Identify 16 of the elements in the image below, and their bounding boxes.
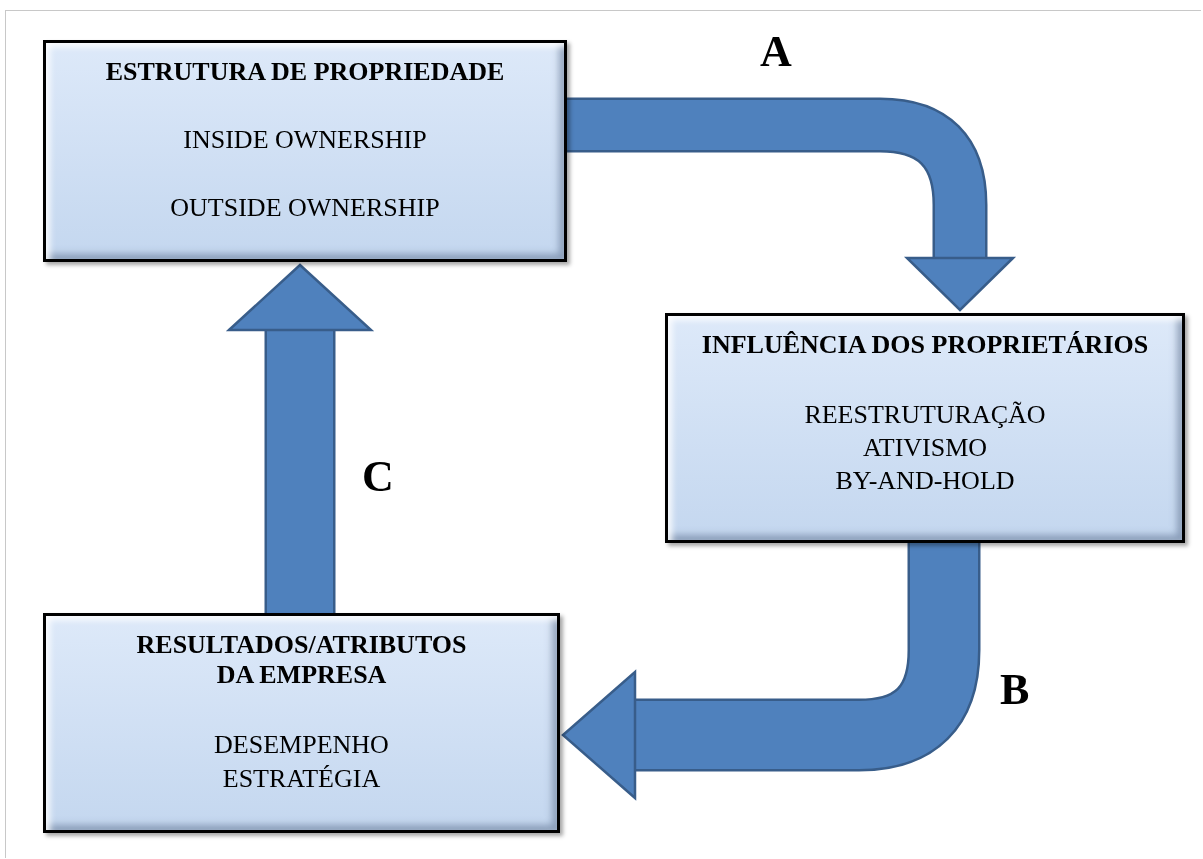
edge-label: C: [362, 455, 394, 499]
box-heading: ESTRUTURA DE PROPRIEDADE: [105, 57, 505, 87]
box-item: INSIDE OWNERSHIP: [183, 125, 427, 155]
process-box: [43, 40, 567, 262]
edge-label: A: [760, 30, 792, 74]
process-box: [43, 613, 560, 833]
edge-label: B: [1000, 668, 1030, 712]
box-item: OUTSIDE OWNERSHIP: [170, 193, 440, 223]
box-item: BY-AND-HOLD: [835, 466, 1015, 496]
box-item: REESTRUTURAÇÃO: [804, 400, 1046, 430]
box-item: ATIVISMO: [862, 433, 988, 463]
box-heading: RESULTADOS/ATRIBUTOS DA EMPRESA: [135, 630, 468, 690]
box-item: ESTRATÉGIA: [222, 764, 381, 794]
process-box: [665, 313, 1185, 543]
box-heading: INFLUÊNCIA DOS PROPRIETÁRIOS: [701, 330, 1149, 360]
box-item: DESEMPENHO: [214, 730, 389, 760]
